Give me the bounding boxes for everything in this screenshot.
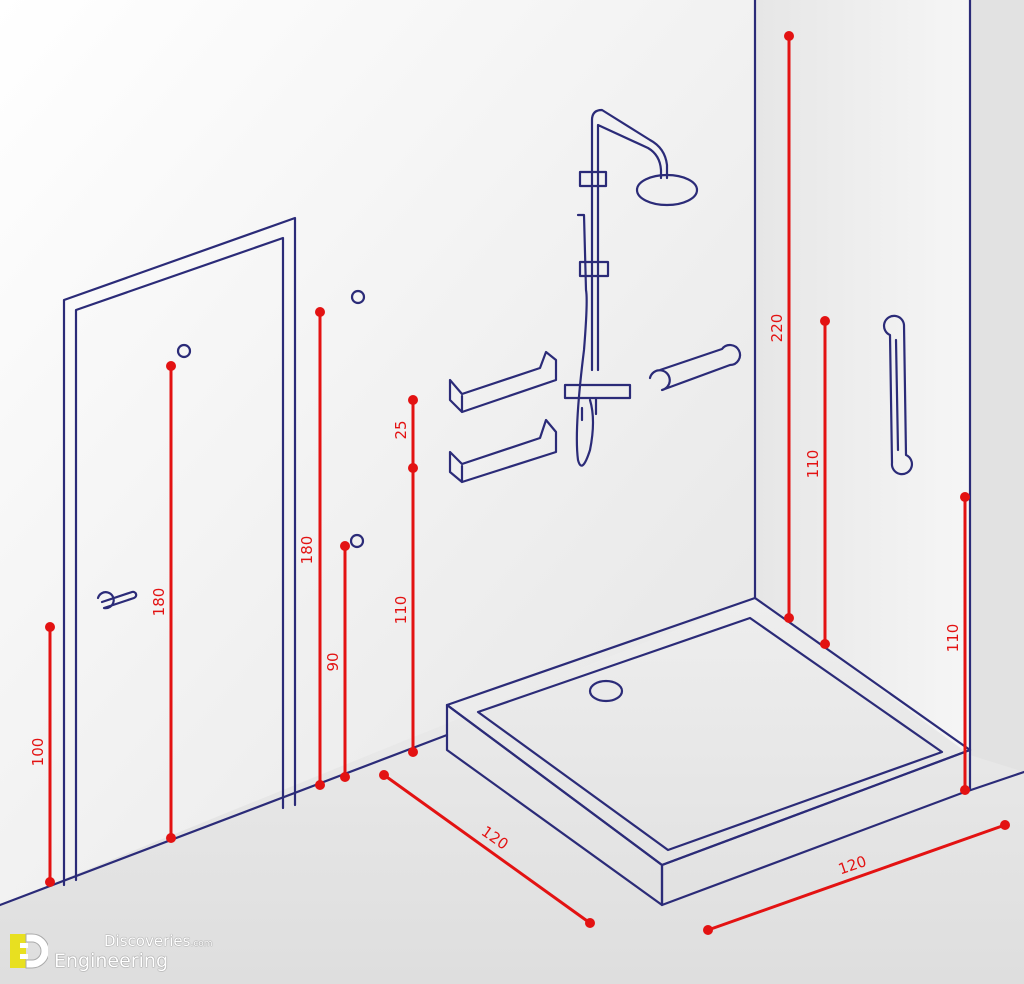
shower-set [563,108,742,467]
dim-door-handle: 100 [29,622,55,887]
dimension-lines: 100 180 180 90 25 110 120 120 220 110 11… [29,31,1010,935]
dim-shelf: 25 110 [392,395,418,757]
logo-mark-icon [10,933,48,969]
door-handle [96,590,138,610]
dim-label: 110 [392,596,410,625]
door [62,216,297,887]
shower-tray [445,596,972,907]
dim-floor-width: 120 [379,770,595,928]
dim-label: 90 [324,652,342,671]
hooks [176,289,366,549]
dim-label: 25 [392,420,410,439]
logo-top-text: Discoveries [104,932,191,950]
dim-label: 100 [29,738,47,767]
dim-label: 110 [944,624,962,653]
dim-grab-bar-back: 110 [804,316,830,649]
grab-bar-back [648,343,742,392]
grab-bar-side [882,314,913,476]
dim-wall-hook-high: 180 [298,307,325,790]
dim-label: 180 [150,588,168,617]
dim-wall-hook-low: 90 [324,541,350,782]
logo-bottom-text: Engineering [54,950,168,972]
dim-door-hook: 180 [150,361,176,843]
logo-suffix-text: .com [190,939,213,949]
drain [588,679,624,703]
dim-label: 180 [298,536,316,565]
dim-label: 110 [804,450,822,479]
dim-label: 220 [768,314,786,343]
shelves [448,350,558,484]
dim-grab-bar-side: 110 [944,492,970,795]
dim-shower-head: 220 [768,31,794,623]
logo: Discoveries.com Engineering [8,930,228,974]
